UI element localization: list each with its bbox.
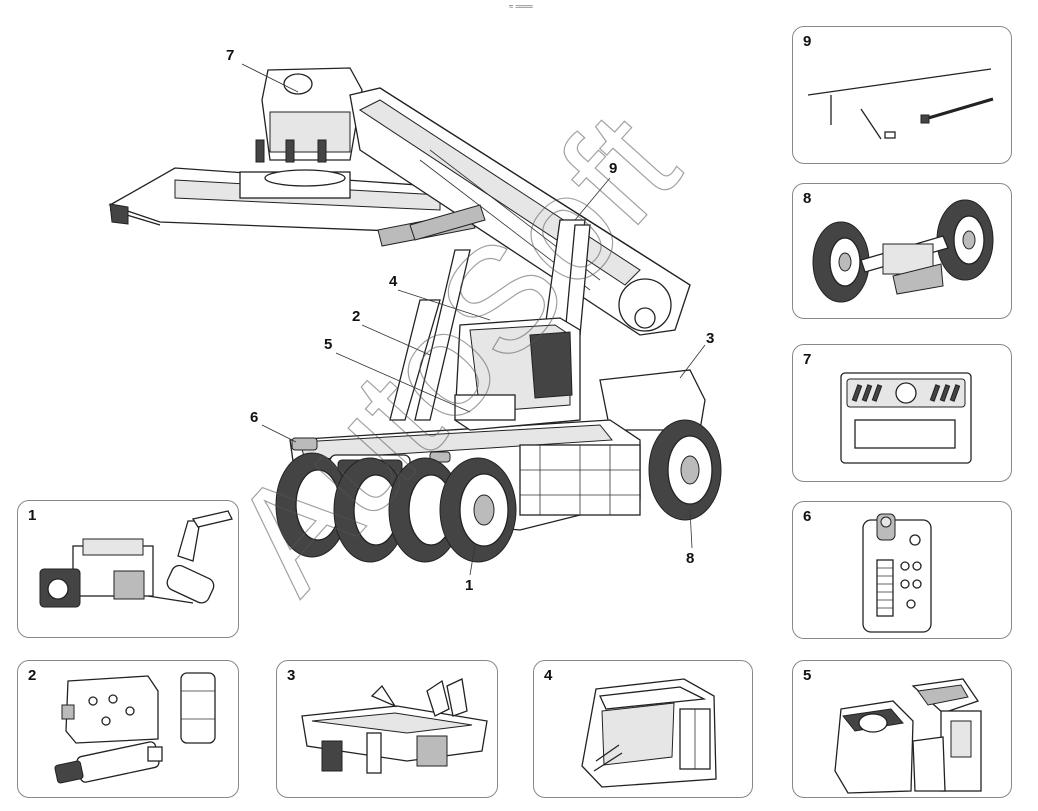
panel-number: 8: [803, 190, 812, 207]
callout-1: 1: [465, 577, 474, 594]
panel-number: 5: [803, 667, 812, 684]
panel-5-drawing: [834, 678, 982, 794]
panel-7-drawing: [840, 372, 972, 464]
main-machine-drawing: AutoSoft: [108, 63, 722, 622]
panel-5: 5: [792, 660, 1012, 798]
panel-9: 9: [792, 26, 1012, 164]
callout-7: 7: [226, 47, 235, 64]
panel-number: 4: [544, 667, 553, 684]
panel-3: 3: [276, 660, 498, 798]
callout-3: 3: [706, 330, 715, 347]
callout-4: 4: [389, 273, 398, 290]
panel-2: 2: [17, 660, 239, 798]
top-mark: ≈ ═══: [509, 2, 533, 11]
panel-number: 7: [803, 351, 812, 368]
panel-6: 6: [792, 501, 1012, 639]
callout-5: 5: [324, 336, 333, 353]
panel-number: 3: [287, 667, 296, 684]
panel-6-drawing: [862, 513, 932, 633]
panel-4: 4: [533, 660, 753, 798]
panel-8-drawing: [812, 199, 994, 303]
panel-4-drawing: [581, 678, 717, 788]
panel-number: 1: [28, 507, 37, 524]
callout-2: 2: [352, 308, 361, 325]
cab: [454, 317, 581, 431]
panel-1-drawing: [39, 510, 233, 608]
panel-number: 2: [28, 667, 37, 684]
panel-3-drawing: [301, 678, 488, 774]
callout-6: 6: [250, 409, 259, 426]
panel-1: 1: [17, 500, 239, 638]
panel-number: 6: [803, 508, 812, 525]
callout-9: 9: [609, 160, 618, 177]
leader-lines: [241, 63, 706, 576]
panel-8: 8: [792, 183, 1012, 319]
panel-9-drawing: [807, 68, 994, 140]
spreader: [108, 67, 476, 247]
panel-number: 9: [803, 33, 812, 50]
wheels: [275, 419, 722, 563]
panel-7: 7: [792, 344, 1012, 482]
panel-2-drawing: [54, 672, 216, 784]
callout-8: 8: [686, 550, 695, 567]
